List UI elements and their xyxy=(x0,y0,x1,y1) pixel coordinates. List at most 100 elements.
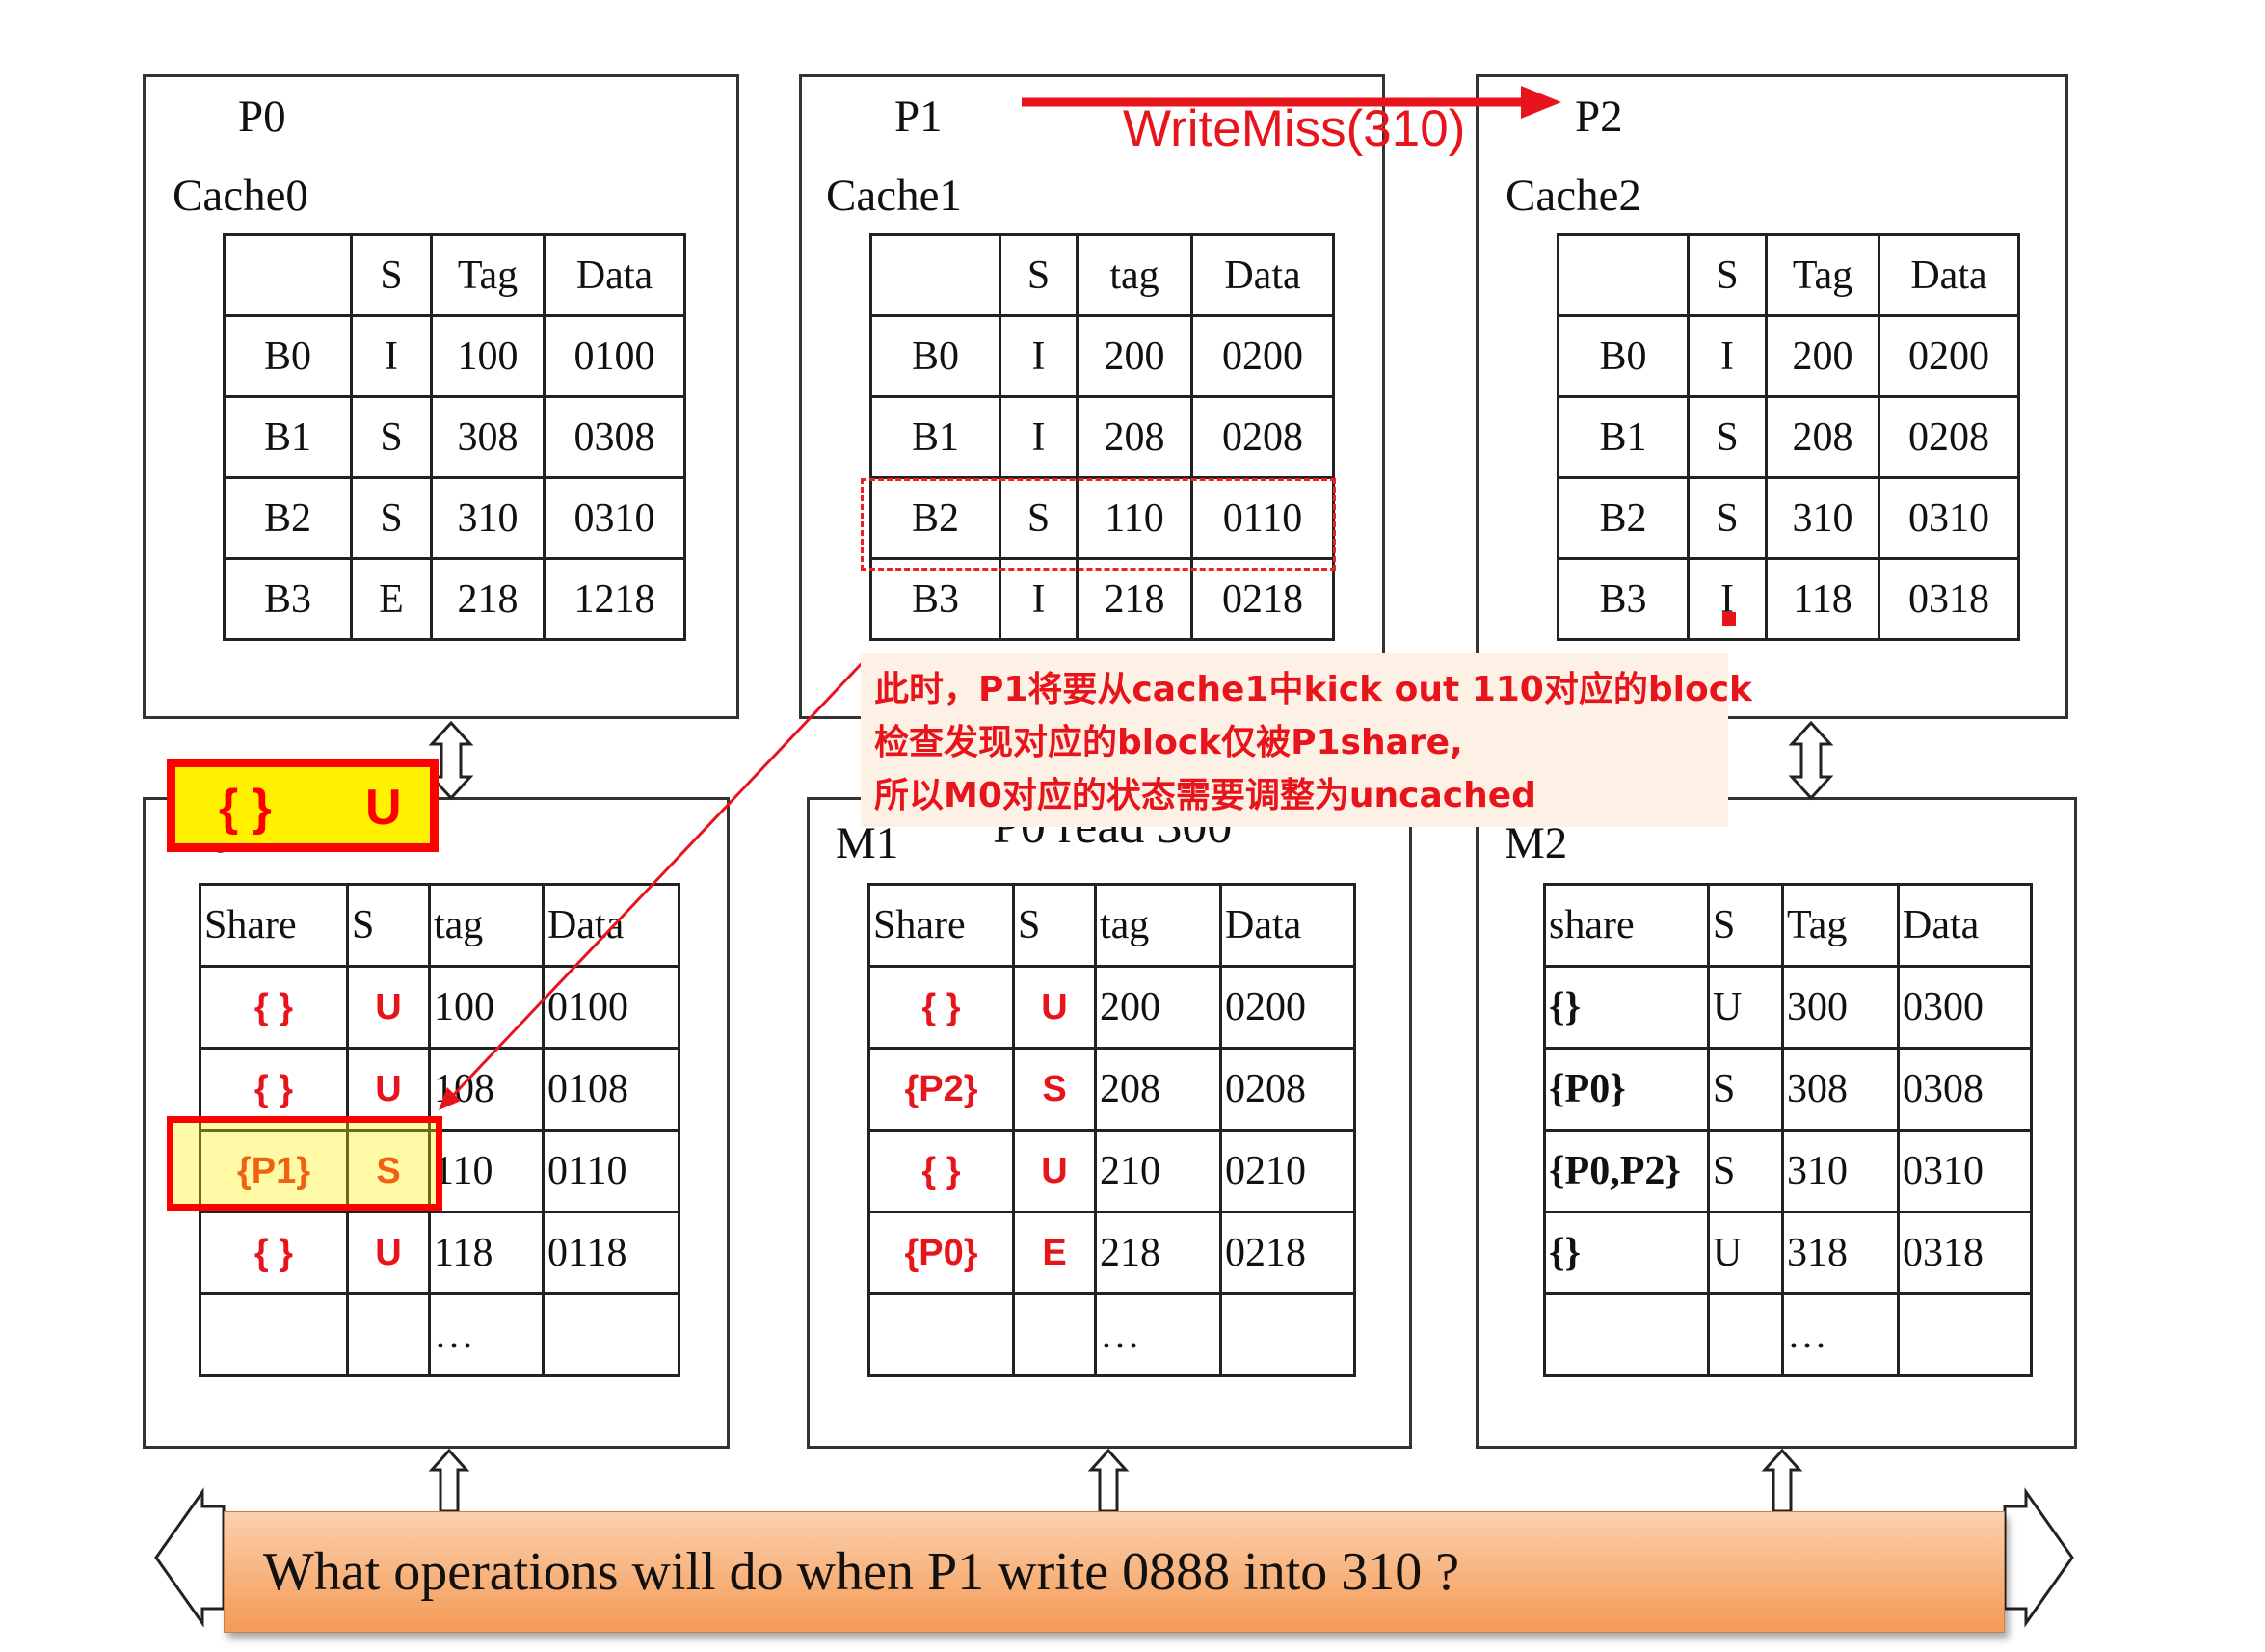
table-cell xyxy=(199,1292,349,1377)
table-cell: B1 xyxy=(223,395,353,479)
table-cell: 208 xyxy=(1094,1047,1222,1132)
header-cell: Tag xyxy=(430,233,546,317)
table-cell: S xyxy=(350,395,433,479)
state-cell: S xyxy=(346,1129,431,1213)
table-cell: 310 xyxy=(1781,1129,1900,1213)
table-cell: 0218 xyxy=(1190,557,1335,641)
table-cell: 110 xyxy=(1076,476,1193,560)
state-cell: U xyxy=(1012,965,1097,1050)
state-cell: U xyxy=(346,965,431,1050)
table-cell xyxy=(542,1292,680,1377)
share-cell: { } xyxy=(199,1211,349,1295)
table-cell: B1 xyxy=(1557,395,1690,479)
table-cell: B3 xyxy=(223,557,353,641)
header-cell: Tag xyxy=(1781,883,1900,968)
header-cell: Data xyxy=(1897,883,2033,968)
table-cell xyxy=(1543,1292,1710,1377)
cache0-label: Cache0 xyxy=(173,171,308,221)
table-cell xyxy=(1219,1292,1356,1377)
table-cell: 300 xyxy=(1781,965,1900,1050)
state-cell: U xyxy=(1707,965,1784,1050)
header-cell: tag xyxy=(1094,883,1222,968)
header-cell: S xyxy=(1707,883,1784,968)
table-cell: 0208 xyxy=(1219,1047,1356,1132)
new-state-value: U xyxy=(365,780,402,836)
cache2-label: Cache2 xyxy=(1506,171,1641,221)
write-miss-arrow-head xyxy=(1521,86,1561,119)
header-cell: tag xyxy=(428,883,545,968)
header-cell: share xyxy=(1543,883,1710,968)
table-cell: S xyxy=(1687,395,1768,479)
table-cell: 0210 xyxy=(1219,1129,1356,1213)
header-cell: Data xyxy=(543,233,686,317)
header-cell: S xyxy=(1012,883,1097,968)
table-cell: B3 xyxy=(869,557,1001,641)
question-bar: What operations will do when P1 write 08… xyxy=(224,1511,2005,1633)
p1-b2-dashed-highlight xyxy=(861,478,1336,571)
table-cell: 100 xyxy=(430,314,546,398)
table-cell: B3 xyxy=(1557,557,1690,641)
table-cell-marked: I xyxy=(1687,557,1768,641)
header-cell: S xyxy=(1687,233,1768,317)
table-cell: 0100 xyxy=(543,314,686,398)
table-cell: B2 xyxy=(223,476,353,560)
share-cell: {P1} xyxy=(199,1129,349,1213)
share-cell: {P0} xyxy=(867,1211,1015,1295)
table-cell: B0 xyxy=(869,314,1001,398)
header-cell: Data xyxy=(1190,233,1335,317)
p0-m0-link-icon xyxy=(428,720,474,801)
table-cell: 0218 xyxy=(1219,1211,1356,1295)
state-cell: E xyxy=(1012,1211,1097,1295)
table-cell: B1 xyxy=(869,395,1001,479)
state-cell: U xyxy=(1707,1211,1784,1295)
table-cell: 0310 xyxy=(1897,1129,2033,1213)
table-cell: 0310 xyxy=(543,476,686,560)
table-cell: 0318 xyxy=(1897,1211,2033,1295)
write-miss-label: WriteMiss(310) xyxy=(1123,100,1466,157)
table-cell xyxy=(1012,1292,1097,1377)
table-cell: 0118 xyxy=(542,1211,680,1295)
new-share-value: { } xyxy=(219,780,272,836)
table-cell xyxy=(867,1292,1015,1377)
state-cell: U xyxy=(1012,1129,1097,1213)
table-cell: 0200 xyxy=(1190,314,1335,398)
table-cell: E xyxy=(350,557,433,641)
table-cell: 0310 xyxy=(1878,476,2020,560)
header-cell: S xyxy=(350,233,433,317)
callout-line: 检查发现对应的block仅被P1share, xyxy=(874,723,1463,762)
table-cell: 0208 xyxy=(1190,395,1335,479)
red-mark xyxy=(1722,612,1736,626)
callout-line: 此时，P1将要从cache1中kick out 110对应的block xyxy=(874,670,1752,709)
callout-note: 此时，P1将要从cache1中kick out 110对应的block 检查发现… xyxy=(861,653,1752,827)
header-cell: Data xyxy=(1219,883,1356,968)
table-cell: 318 xyxy=(1781,1211,1900,1295)
table-cell: 208 xyxy=(1765,395,1880,479)
bus-left-arrow-icon xyxy=(154,1487,226,1628)
table-cell: 118 xyxy=(1765,557,1880,641)
table-cell: 208 xyxy=(1076,395,1193,479)
question-text: What operations will do when P1 write 08… xyxy=(263,1542,1460,1602)
table-cell: 310 xyxy=(430,476,546,560)
table-cell: B2 xyxy=(1557,476,1690,560)
table-cell: S xyxy=(1687,476,1768,560)
header-cell xyxy=(1557,233,1690,317)
table-cell: 308 xyxy=(1781,1047,1900,1132)
table-cell: 0100 xyxy=(542,965,680,1050)
header-cell: Tag xyxy=(1765,233,1880,317)
table-cell: 100 xyxy=(428,965,545,1050)
table-cell xyxy=(346,1292,431,1377)
header-cell: tag xyxy=(1076,233,1193,317)
header-cell: Data xyxy=(1878,233,2020,317)
header-cell: S xyxy=(999,233,1079,317)
m0-bus-link-icon xyxy=(428,1448,470,1513)
table-cell: 218 xyxy=(430,557,546,641)
table-cell: 210 xyxy=(1094,1129,1222,1213)
table-cell: 0308 xyxy=(1897,1047,2033,1132)
share-cell: { } xyxy=(867,965,1015,1050)
table-cell: 110 xyxy=(428,1129,545,1213)
table-cell: I xyxy=(1687,314,1768,398)
m2-bus-link-icon xyxy=(1761,1448,1803,1513)
share-cell: { } xyxy=(867,1129,1015,1213)
table-cell: I xyxy=(999,395,1079,479)
